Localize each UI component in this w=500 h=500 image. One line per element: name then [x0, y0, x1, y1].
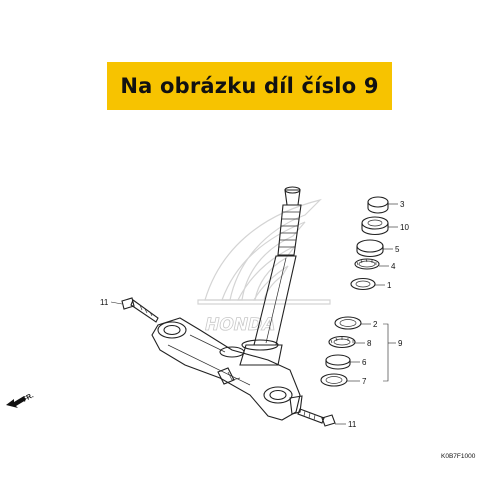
diagram-code: K0B7F1000 [441, 453, 476, 460]
front-arrow-icon: FR. [6, 392, 35, 408]
pinch-bolt-lower [297, 408, 336, 427]
callout-6: 6 [362, 358, 367, 367]
callout-3: 3 [400, 200, 405, 209]
part-number-banner: Na obrázku díl číslo 9 [107, 62, 392, 110]
callout-1: 1 [387, 281, 392, 290]
callout-11-lower: 11 [348, 420, 357, 429]
honda-wing-watermark [197, 198, 331, 305]
callout-10: 10 [400, 223, 409, 232]
bearing-stack [320, 196, 389, 387]
callout-9: 9 [398, 339, 403, 348]
leader-lines [110, 203, 398, 425]
callout-5: 5 [395, 245, 400, 254]
pinch-bolt-upper [121, 297, 159, 323]
honda-watermark-text: HONDA [203, 315, 278, 335]
banner-text: Na obrázku díl číslo 9 [120, 74, 379, 98]
callout-8: 8 [367, 339, 372, 348]
bottom-bridge [151, 317, 303, 421]
front-direction-label: FR. [22, 392, 35, 404]
callout-11-upper: 11 [100, 298, 109, 307]
callout-2: 2 [373, 320, 378, 329]
callout-4: 4 [391, 262, 396, 271]
callout-7: 7 [362, 377, 367, 386]
